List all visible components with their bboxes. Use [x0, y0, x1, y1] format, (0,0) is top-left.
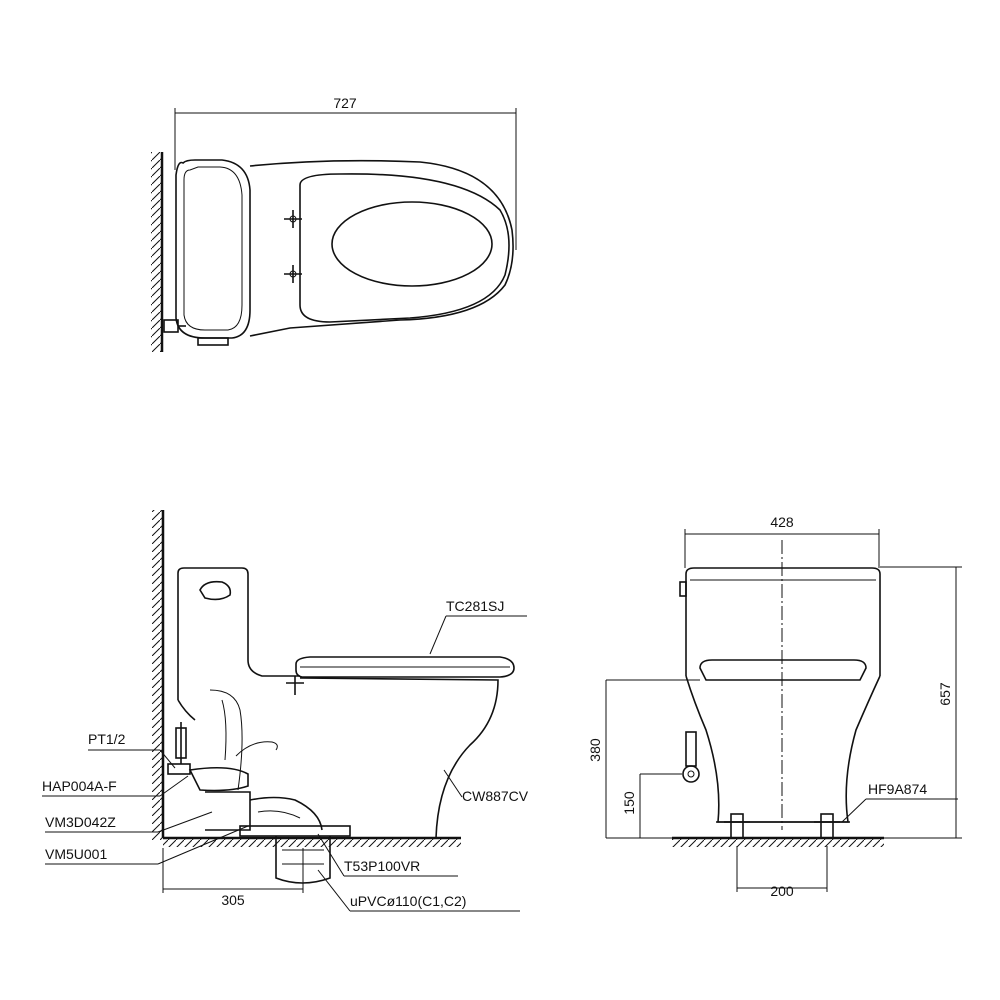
front-angle-valve — [682, 765, 700, 783]
front-bolt-left — [730, 813, 744, 839]
label-flush-valve: VM5U001 — [45, 846, 107, 862]
side-tank — [177, 567, 300, 677]
side-flush-button — [199, 580, 232, 601]
label-drain-pipe: uPVCø110(C1,C2) — [350, 893, 466, 909]
front-seat — [699, 659, 867, 681]
label-flange: T53P100VR — [344, 858, 420, 874]
label-supply-hose: HAP004A-F — [42, 778, 117, 794]
dim-bolt-spacing: 200 — [770, 883, 794, 899]
front-tank — [685, 567, 881, 676]
top-hinge-upper — [284, 210, 302, 228]
dim-rough-in: 305 — [221, 892, 245, 908]
top-wall-hatch — [151, 152, 162, 352]
dim-rim-height: 380 — [587, 738, 603, 762]
dim-top-length: 727 — [333, 95, 357, 111]
top-bowl-outline — [249, 159, 514, 337]
front-view: 428 657 380 150 — [587, 514, 962, 899]
label-seat: TC281SJ — [446, 598, 504, 614]
top-hinge-lower — [284, 265, 302, 283]
top-seat-opening — [331, 201, 493, 287]
dim-inlet-height: 150 — [621, 791, 637, 815]
label-bowl: CW887CV — [462, 788, 529, 804]
side-bowl — [299, 677, 499, 839]
side-angle-valve — [167, 763, 191, 775]
dim-height: 657 — [937, 682, 953, 706]
dim-front-width: 428 — [770, 514, 794, 530]
label-fill-valve: VM3D042Z — [45, 814, 116, 830]
side-flange — [239, 825, 351, 837]
top-seat — [299, 173, 510, 323]
side-floor-hatch — [163, 838, 461, 847]
label-floor-bolt: HF9A874 — [868, 781, 927, 797]
side-seat — [295, 656, 515, 678]
side-view: 305 TC281SJ CW887CV PT1/2 HAP004A-F VM3D… — [42, 510, 529, 912]
label-angle-valve: PT1/2 — [88, 731, 126, 747]
top-view: 727 — [151, 95, 517, 352]
top-tank — [175, 159, 251, 339]
front-bolt-right — [820, 813, 834, 839]
side-wall-hatch — [152, 510, 163, 840]
front-floor-hatch — [672, 838, 884, 847]
front-bowl — [685, 675, 881, 823]
